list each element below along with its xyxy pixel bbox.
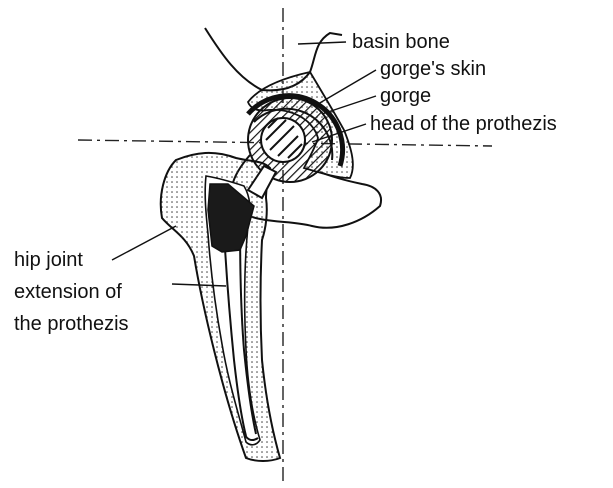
basin-bone-leader bbox=[298, 42, 346, 44]
prosthesis-head-inner bbox=[261, 118, 305, 162]
label-hip-joint: hip joint bbox=[14, 249, 83, 271]
label-basin-bone: basin bone bbox=[352, 31, 450, 53]
hip-joint-leader bbox=[112, 226, 176, 260]
label-head-of-prothesis: head of the prothezis bbox=[370, 113, 557, 135]
label-gorge: gorge bbox=[380, 85, 431, 107]
label-gorges-skin: gorge's skin bbox=[380, 58, 486, 80]
pelvis-outline bbox=[205, 28, 342, 90]
label-extension-line1: extension of bbox=[14, 281, 122, 303]
label-extension-line2: the prothezis bbox=[14, 313, 129, 335]
